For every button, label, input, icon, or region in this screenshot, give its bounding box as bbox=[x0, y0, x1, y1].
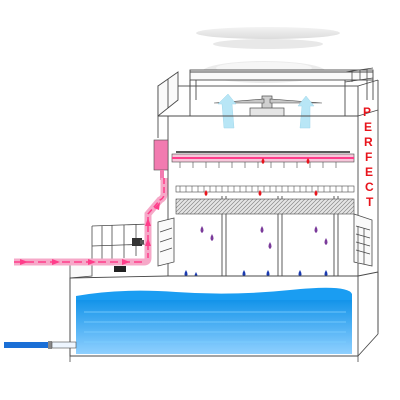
brand-letter-4: F bbox=[365, 150, 372, 164]
brand-letter-2: E bbox=[364, 120, 372, 134]
top-handrail bbox=[344, 67, 374, 83]
fan-deck bbox=[189, 69, 374, 100]
side-louvre-panel bbox=[353, 213, 373, 267]
fill-media bbox=[175, 185, 355, 215]
cold-water-outlet-pipe bbox=[4, 341, 77, 349]
brand-letter-1: P bbox=[363, 105, 371, 119]
brand-letter-6: C bbox=[365, 180, 374, 194]
left-platform bbox=[69, 223, 151, 279]
brand-letter-3: R bbox=[364, 135, 373, 149]
brand-label: P E R F E C T bbox=[363, 105, 374, 209]
hot-water-riser bbox=[144, 139, 169, 258]
brand-letter-7: T bbox=[366, 195, 374, 209]
airflow-arrows bbox=[217, 93, 315, 129]
fan-icon bbox=[213, 95, 323, 117]
brand-letter-5: E bbox=[365, 165, 373, 179]
pump-icon bbox=[114, 238, 144, 272]
tower-casing-upper bbox=[157, 71, 379, 332]
basin-feet bbox=[69, 356, 359, 362]
spray-nozzles bbox=[179, 162, 337, 168]
flow-arrow-icon bbox=[20, 202, 160, 265]
tower-body bbox=[157, 109, 379, 277]
left-louvre-panel bbox=[157, 217, 175, 267]
cold-water-basin bbox=[76, 287, 352, 354]
water-drop-icon bbox=[184, 158, 328, 283]
